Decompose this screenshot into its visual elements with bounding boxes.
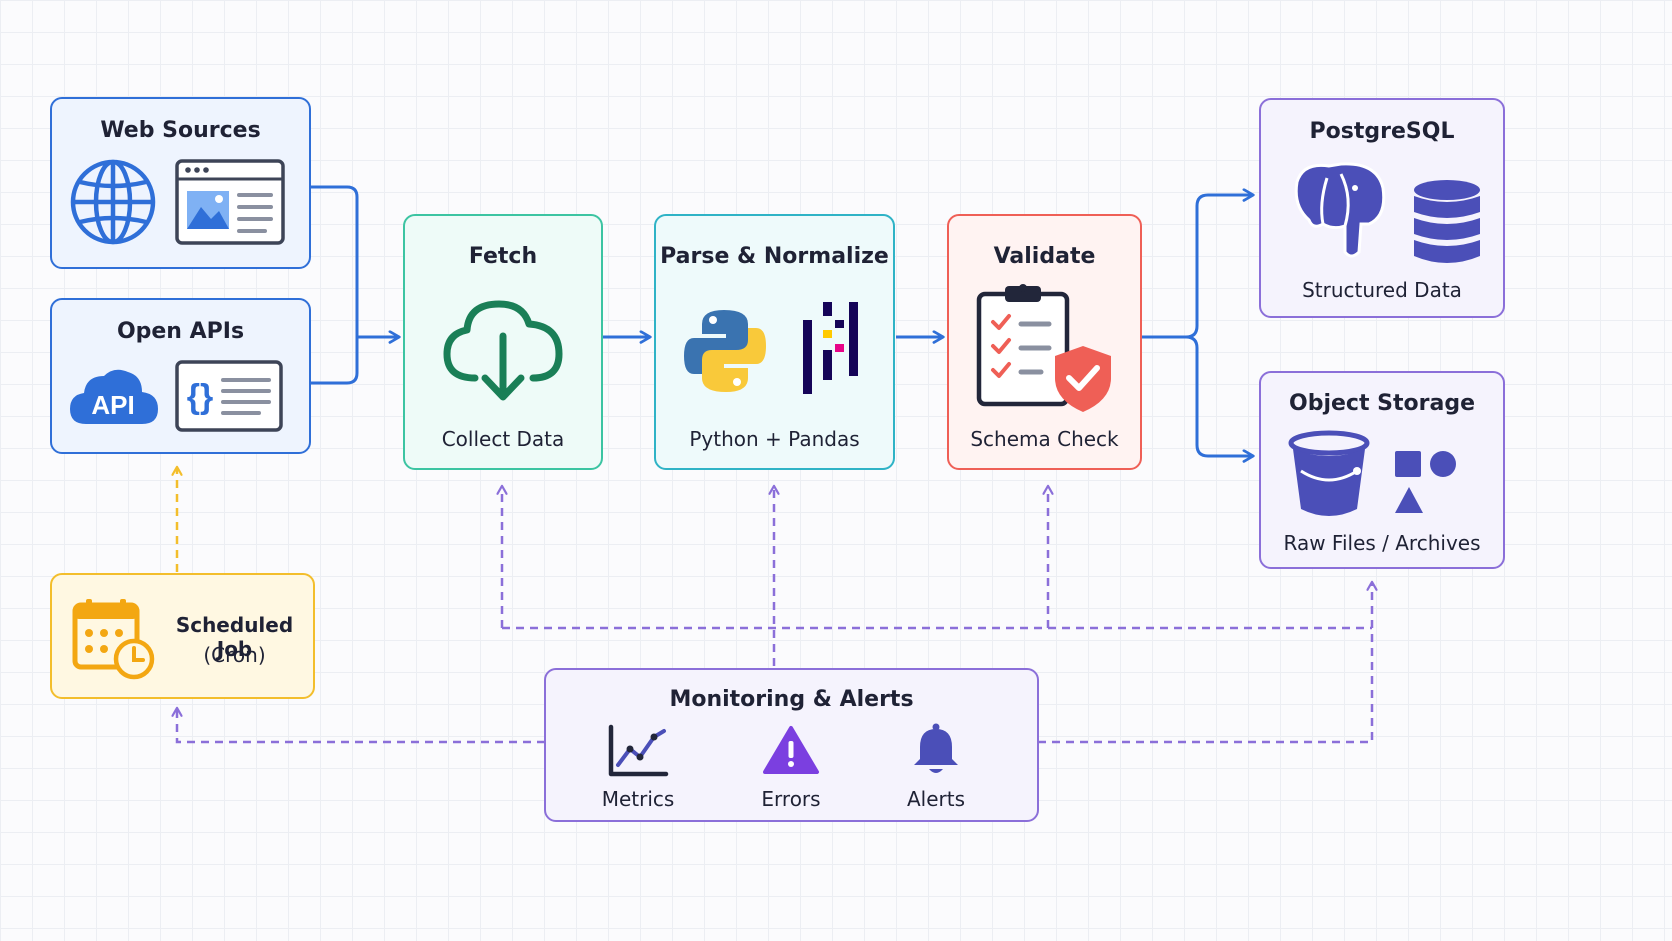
api-cloud-icon: API <box>70 369 158 424</box>
node-title: Object Storage <box>1289 391 1475 416</box>
shapes-icon <box>1395 451 1456 513</box>
object-storage-node: Object Storage Raw Files / Archives <box>1259 371 1505 569</box>
node-subtitle: (Cron) <box>203 643 266 667</box>
node-subtitle: Python + Pandas <box>689 427 860 451</box>
line-chart-icon <box>608 724 669 777</box>
svg-text:{}: {} <box>187 378 213 416</box>
node-title: Fetch <box>468 244 538 269</box>
flow-sources-to-fetch <box>310 185 401 385</box>
fetch-node: Fetch Collect Data <box>403 214 603 470</box>
code-document-icon: {} <box>175 360 283 432</box>
bucket-icon <box>1288 430 1370 516</box>
api-badge-text: API <box>91 390 134 420</box>
node-title: Monitoring & Alerts <box>669 687 914 712</box>
monitoring-item-label: Metrics <box>601 787 675 811</box>
parse-normalize-node: Parse & Normalize Python + Pandas <box>654 214 895 470</box>
pandas-icon <box>803 302 858 394</box>
database-icon <box>1414 180 1480 263</box>
shield-check-icon <box>1055 346 1111 412</box>
web-sources-node: Web Sources <box>50 97 311 269</box>
bell-icon <box>914 723 958 773</box>
node-title: Web Sources <box>100 118 261 143</box>
webpage-icon <box>175 159 285 245</box>
scheduled-job-node: Scheduled Job (Cron) <box>50 573 315 699</box>
node-subtitle: Raw Files / Archives <box>1283 531 1481 555</box>
postgresql-node: PostgreSQL Structured Data <box>1259 98 1505 318</box>
node-title: Parse & Normalize <box>660 244 889 269</box>
clipboard-check-icon <box>976 284 1111 412</box>
globe-icon <box>70 159 156 245</box>
monitoring-alerts-node: Monitoring & Alerts Metrics Errors Alert… <box>544 668 1039 822</box>
open-apis-node: Open APIs API {} <box>50 298 311 454</box>
monitoring-item-label: Errors <box>761 787 821 811</box>
postgres-elephant-icon <box>1294 162 1386 258</box>
validate-node: Validate Schema Check <box>947 214 1142 470</box>
cloud-download-icon <box>443 300 563 401</box>
python-icon <box>684 310 766 392</box>
node-title: Validate <box>993 244 1096 269</box>
node-title: PostgreSQL <box>1309 119 1455 144</box>
warning-icon <box>763 726 819 774</box>
node-title: Scheduled Job <box>175 613 294 661</box>
monitoring-item-label: Alerts <box>906 787 966 811</box>
flow-monitoring <box>171 484 1378 744</box>
calendar-clock-icon <box>72 599 155 680</box>
node-subtitle: Structured Data <box>1302 278 1462 302</box>
flow-validate-to-storage <box>1142 188 1255 463</box>
node-subtitle: Collect Data <box>441 427 565 451</box>
node-subtitle: Schema Check <box>970 427 1119 451</box>
node-title: Open APIs <box>116 319 245 344</box>
